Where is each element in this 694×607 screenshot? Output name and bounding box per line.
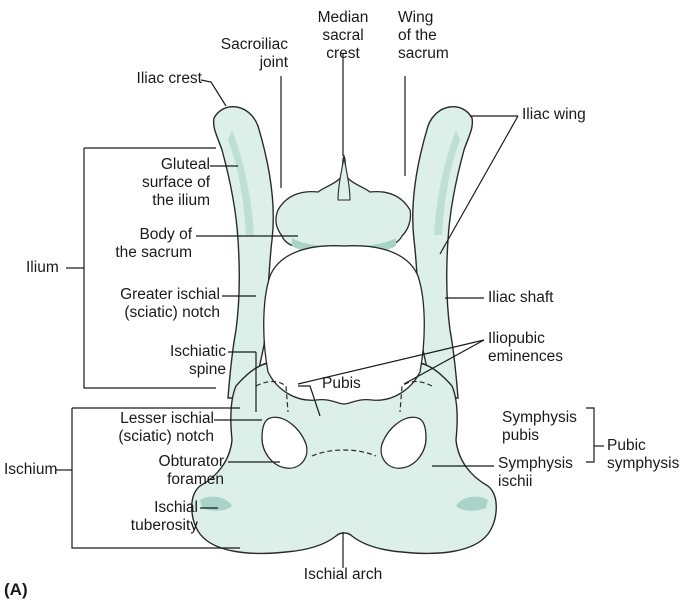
label-line: pubis — [502, 427, 577, 445]
label-body-of-sacrum: Body of the sacrum — [90, 226, 192, 262]
label-line: the ilium — [110, 192, 210, 210]
label-line: joint — [204, 54, 288, 72]
label-ischial-arch: Ischial arch — [290, 566, 396, 584]
label-line: Median — [313, 9, 373, 27]
label-line: Ischial — [116, 499, 198, 517]
label-line: Iliac wing — [522, 106, 586, 124]
label-line: (sciatic) notch — [94, 304, 220, 322]
label-sacroiliac-joint: Sacroiliac joint — [204, 36, 288, 72]
label-line: the sacrum — [90, 244, 192, 262]
label-line: Symphysis — [502, 409, 577, 427]
label-line: spine — [144, 361, 226, 379]
label-lesser-ischial-notch: Lesser ischial (sciatic) notch — [94, 410, 214, 446]
label-line: Body of — [90, 226, 192, 244]
label-line: ischii — [498, 473, 573, 491]
label-ischium: Ischium — [4, 461, 57, 479]
panel-label: (A) — [4, 581, 28, 599]
label-line: sacral — [313, 27, 373, 45]
median-sacral-crest — [338, 158, 350, 200]
label-symphysis-ischii: Symphysis ischii — [498, 455, 573, 491]
label-line: eminences — [488, 348, 563, 366]
label-gluteal-surface: Gluteal surface of the ilium — [110, 156, 210, 210]
label-line: of the — [398, 27, 449, 45]
label-line: surface of — [110, 174, 210, 192]
label-line: Iliac shaft — [488, 289, 553, 307]
label-line: crest — [313, 45, 373, 63]
label-line: Ischium — [4, 461, 57, 479]
label-iliac-wing: Iliac wing — [522, 106, 586, 124]
label-greater-ischial-notch: Greater ischial (sciatic) notch — [94, 286, 220, 322]
label-iliopubic-eminences: Iliopubic eminences — [488, 330, 563, 366]
label-line: Iliopubic — [488, 330, 563, 348]
label-line: sacrum — [398, 45, 449, 63]
label-ilium: Ilium — [26, 259, 59, 277]
label-line: (sciatic) notch — [94, 428, 214, 446]
label-line: symphysis — [607, 455, 679, 473]
label-line: Wing — [398, 9, 449, 27]
label-iliac-crest: Iliac crest — [106, 70, 202, 88]
label-ischial-tuberosity: Ischial tuberosity — [116, 499, 198, 535]
label-iliac-shaft: Iliac shaft — [488, 289, 553, 307]
label-median-sacral-crest: Median sacral crest — [313, 9, 373, 63]
label-line: Lesser ischial — [94, 410, 214, 428]
label-symphysis-pubis: Symphysis pubis — [502, 409, 577, 445]
label-ischiatic-spine: Ischiatic spine — [144, 343, 226, 379]
label-line: Sacroiliac — [204, 36, 288, 54]
label-line: Pubic — [607, 437, 679, 455]
label-line: Ischiatic — [144, 343, 226, 361]
label-line: Iliac crest — [106, 70, 202, 88]
label-line: foramen — [130, 471, 224, 489]
label-obturator-foramen: Obturator foramen — [130, 453, 224, 489]
label-line: Obturator — [130, 453, 224, 471]
label-line: Symphysis — [498, 455, 573, 473]
label-line: Pubis — [322, 375, 361, 393]
label-line: Greater ischial — [94, 286, 220, 304]
label-pubis: Pubis — [322, 375, 361, 393]
label-line: Ischial arch — [290, 566, 396, 584]
label-line: tuberosity — [116, 517, 198, 535]
label-line: Ilium — [26, 259, 59, 277]
label-pubic-symphysis: Pubic symphysis — [607, 437, 679, 473]
label-line: Gluteal — [110, 156, 210, 174]
label-wing-of-sacrum: Wing of the sacrum — [398, 9, 449, 63]
